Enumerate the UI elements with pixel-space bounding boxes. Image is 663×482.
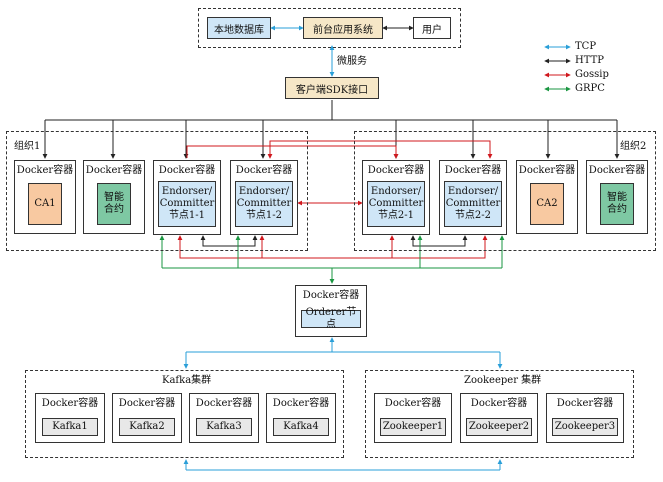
kafka3-container: Docker容器 Kafka3 [189, 393, 259, 443]
zookeeper2-label: Zookeeper2 [468, 421, 530, 432]
kafka3-label: Kafka3 [206, 421, 242, 432]
org1-group [6, 131, 308, 251]
org1-peer2-container: Docker容器 Endorser/ Committer 节点1-2 [230, 160, 298, 235]
zookeeper1-node: Zookeeper1 [380, 418, 446, 436]
legend-grpc: GRPC [575, 83, 605, 94]
kafka4-container: Docker容器 Kafka4 [266, 393, 336, 443]
container-title: Docker容器 [118, 398, 176, 409]
container-title: Docker容器 [588, 165, 646, 176]
container-title: Docker容器 [556, 398, 614, 409]
kafka2-node: Kafka2 [119, 418, 175, 436]
container-title: Docker容器 [367, 165, 425, 176]
kafka1-node: Kafka1 [42, 418, 98, 436]
orderer-label: Orderer节点 [305, 307, 357, 330]
zookeeper2-node: Zookeeper2 [466, 418, 532, 436]
container-title: Docker容器 [444, 165, 502, 176]
kafka1-container: Docker容器 Kafka1 [35, 393, 105, 443]
kafka-cluster [25, 370, 344, 458]
org1-label: 组织1 [14, 141, 41, 152]
orderer-node: Orderer节点 [301, 307, 361, 330]
user-label: 用户 [422, 24, 442, 36]
kafka2-container: Docker容器 Kafka2 [112, 393, 182, 443]
legend-http: HTTP [575, 55, 604, 66]
legend-gossip: Gossip [575, 69, 609, 80]
peer-1-1-label: Endorser/ Committer 节点1-1 [159, 186, 215, 221]
zookeeper1-label: Zookeeper1 [382, 421, 444, 432]
micro-service-label: 微服务 [337, 56, 367, 67]
container-title: Docker容器 [41, 398, 99, 409]
frontend-group [198, 8, 461, 48]
ca2-node: CA2 [530, 183, 564, 225]
zookeeper-cluster-label: Zookeeper 集群 [464, 375, 542, 386]
zookeeper3-node: Zookeeper3 [552, 418, 618, 436]
kafka2-label: Kafka2 [129, 421, 165, 432]
peer-1-1-node: Endorser/ Committer 节点1-1 [158, 181, 216, 227]
org1-peer1-container: Docker容器 Endorser/ Committer 节点1-1 [153, 160, 221, 235]
kafka3-node: Kafka3 [196, 418, 252, 436]
org1-contract-container: Docker容器 智能合约 [83, 160, 145, 234]
peer-1-2-node: Endorser/ Committer 节点1-2 [235, 181, 293, 227]
org2-peer2-container: Docker容器 Endorser/ Committer 节点2-2 [439, 160, 507, 235]
zookeeper1-container: Docker容器 Zookeeper1 [374, 393, 452, 443]
peer-1-2-label: Endorser/ Committer 节点1-2 [236, 186, 292, 221]
orderer-container: Docker容器 Orderer节点 [295, 285, 367, 337]
local-db-box: 本地数据库 [207, 17, 271, 39]
ca1-node: CA1 [28, 183, 62, 225]
org2-ca-container: Docker容器 CA2 [516, 160, 578, 234]
user-box: 用户 [413, 17, 451, 39]
container-title: Docker容器 [470, 398, 528, 409]
org1-contract-label: 智能合约 [104, 192, 124, 215]
sdk-box: 客户端SDK接口 [285, 77, 379, 99]
container-title: Docker容器 [272, 398, 330, 409]
local-db-label: 本地数据库 [214, 24, 264, 36]
container-title: Docker容器 [384, 398, 442, 409]
container-title: Docker容器 [16, 165, 74, 176]
peer-2-2-node: Endorser/ Committer 节点2-2 [444, 181, 502, 227]
zookeeper3-label: Zookeeper3 [554, 421, 616, 432]
container-title: Docker容器 [518, 165, 576, 176]
zookeeper3-container: Docker容器 Zookeeper3 [546, 393, 624, 443]
org2-label: 组织2 [620, 141, 647, 152]
org2-contract-label: 智能合约 [607, 192, 627, 215]
org1-ca-container: Docker容器 CA1 [14, 160, 76, 234]
peer-2-2-label: Endorser/ Committer 节点2-2 [445, 186, 501, 221]
zookeeper-cluster [365, 370, 634, 458]
kafka1-label: Kafka1 [52, 421, 88, 432]
legend-tcp: TCP [575, 41, 597, 52]
container-title: Docker容器 [235, 165, 293, 176]
kafka4-label: Kafka4 [283, 421, 319, 432]
app-system-box: 前台应用系统 [303, 17, 383, 39]
container-title: Docker容器 [85, 165, 143, 176]
kafka-cluster-label: Kafka集群 [162, 375, 212, 386]
org1-contract-node: 智能合约 [97, 183, 131, 225]
app-system-label: 前台应用系统 [313, 24, 373, 36]
org2-contract-container: Docker容器 智能合约 [586, 160, 648, 234]
ca2-label: CA2 [536, 198, 558, 209]
sdk-label: 客户端SDK接口 [295, 84, 369, 96]
peer-2-1-node: Endorser/ Committer 节点2-1 [367, 181, 425, 227]
org2-contract-node: 智能合约 [600, 183, 634, 225]
kafka4-node: Kafka4 [273, 418, 329, 436]
container-title: Docker容器 [302, 290, 360, 301]
org2-peer1-container: Docker容器 Endorser/ Committer 节点2-1 [362, 160, 430, 235]
container-title: Docker容器 [195, 398, 253, 409]
zookeeper2-container: Docker容器 Zookeeper2 [460, 393, 538, 443]
ca1-label: CA1 [34, 198, 56, 209]
org2-group [354, 131, 656, 251]
peer-2-1-label: Endorser/ Committer 节点2-1 [368, 186, 424, 221]
container-title: Docker容器 [158, 165, 216, 176]
